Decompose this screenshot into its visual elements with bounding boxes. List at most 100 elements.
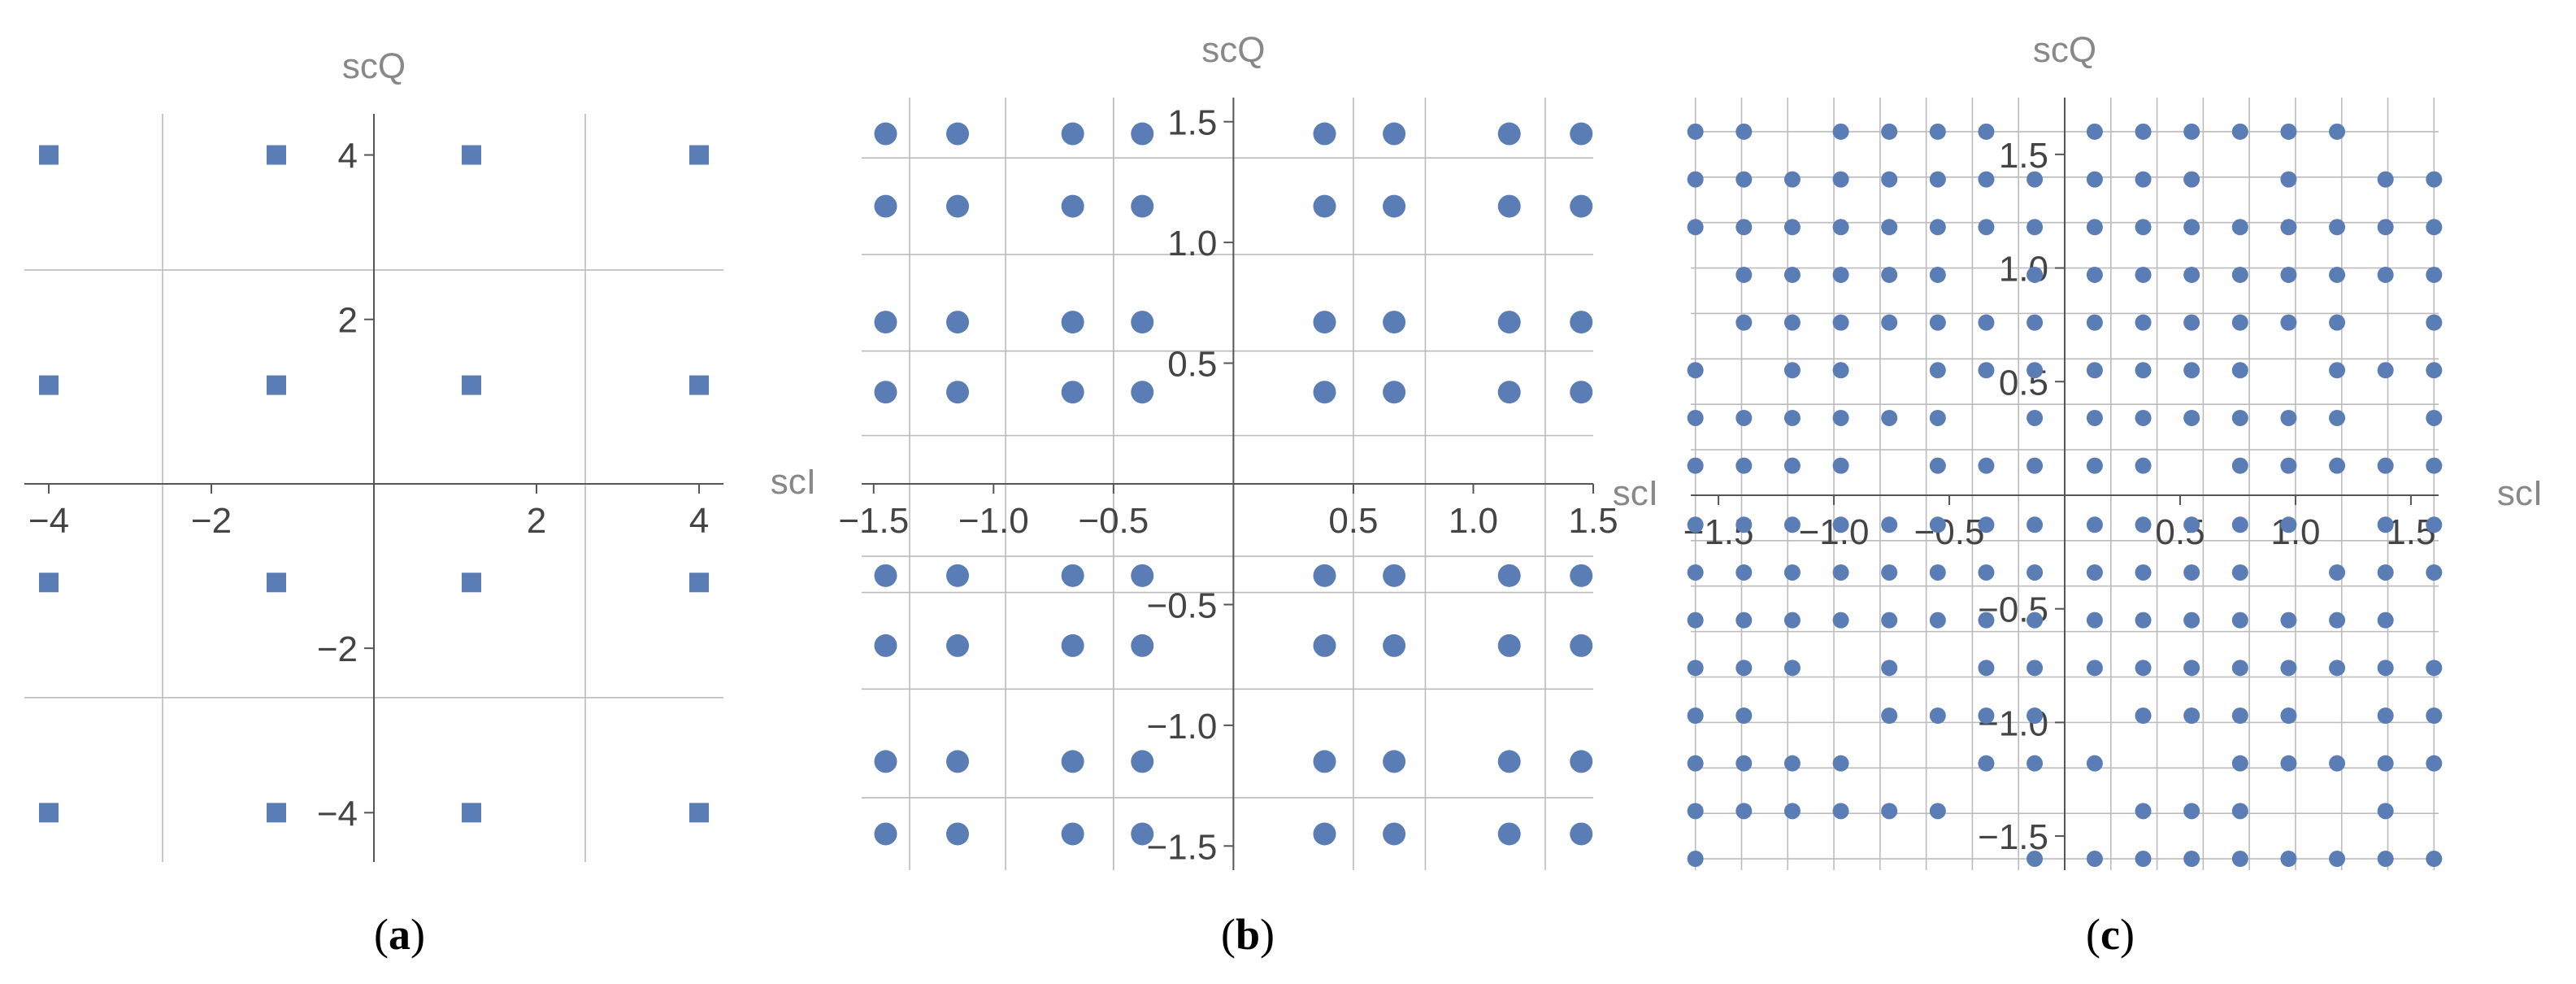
data-point: [2231, 266, 2248, 283]
data-point: [1929, 564, 1946, 581]
data-point: [2231, 755, 2248, 772]
data-point: [2280, 660, 2297, 677]
data-point: [1735, 219, 1753, 236]
data-point: [1783, 409, 1801, 426]
data-point: [1687, 123, 1704, 140]
x-tick-label: 4: [689, 501, 709, 541]
x-tick-label: 2: [527, 501, 546, 541]
x-tick-label: −1.5: [838, 501, 909, 541]
data-point: [1929, 314, 1946, 331]
y-tick-label: 1.5: [1999, 136, 2048, 176]
data-point: [39, 145, 59, 165]
data-point: [1497, 311, 1521, 334]
data-point: [2183, 851, 2200, 868]
data-point: [2329, 123, 2346, 140]
data-point: [2329, 266, 2346, 283]
data-point: [2026, 516, 2044, 533]
data-point: [2426, 219, 2443, 236]
data-point: [1978, 755, 1995, 772]
data-point: [1313, 750, 1336, 773]
data-point: [2377, 362, 2394, 379]
data-point: [1881, 123, 1898, 140]
data-point: [1687, 803, 1704, 820]
data-point: [2231, 219, 2248, 236]
data-point: [1881, 266, 1898, 283]
data-point: [2135, 564, 2152, 581]
data-point: [1881, 564, 1898, 581]
data-point: [1832, 314, 1849, 331]
data-point: [1929, 457, 1946, 474]
data-point: [1735, 123, 1753, 140]
data-point: [2183, 660, 2200, 677]
data-point: [1061, 122, 1084, 146]
data-point: [2231, 409, 2248, 426]
data-point: [1929, 516, 1946, 533]
data-point: [2231, 803, 2248, 820]
data-point: [1570, 122, 1593, 146]
data-point: [1313, 822, 1336, 846]
data-point: [1061, 634, 1084, 657]
data-point: [1735, 516, 1753, 533]
data-point: [1929, 266, 1946, 283]
data-point: [2377, 612, 2394, 629]
data-point: [1832, 362, 1849, 379]
data-point: [874, 634, 897, 657]
data-point: [1687, 612, 1704, 629]
x-tick-label: 0.5: [1328, 501, 1378, 541]
data-point: [1929, 219, 1946, 236]
data-point: [2377, 219, 2394, 236]
data-point: [2377, 564, 2394, 581]
data-point: [2135, 219, 2152, 236]
data-point: [2183, 708, 2200, 724]
data-point: [2426, 266, 2443, 283]
data-point: [2231, 314, 2248, 331]
data-point: [2086, 755, 2103, 772]
data-point: [2377, 457, 2394, 474]
x-tick-label: 1.5: [2386, 512, 2435, 552]
data-point: [2329, 755, 2346, 772]
data-point: [2329, 219, 2346, 236]
y-tick-label: 1.5: [1167, 103, 1217, 143]
data-point: [2135, 266, 2152, 283]
data-point: [2377, 171, 2394, 188]
data-point: [1570, 311, 1593, 334]
data-point: [689, 375, 709, 395]
caption-b-label: b: [1235, 910, 1261, 959]
data-point: [1929, 409, 1946, 426]
data-point: [2377, 708, 2394, 724]
data-point: [874, 122, 897, 146]
data-point: [2026, 171, 2044, 188]
data-point: [2329, 409, 2346, 426]
data-point: [2280, 612, 2297, 629]
data-point: [689, 145, 709, 165]
data-point: [2183, 219, 2200, 236]
data-point: [2135, 660, 2152, 677]
data-point: [2026, 314, 2044, 331]
data-point: [946, 634, 970, 657]
data-point: [1881, 612, 1898, 629]
data-point: [1687, 660, 1704, 677]
x-tick-label: 1.0: [1449, 501, 1498, 541]
data-point: [1832, 266, 1849, 283]
data-point: [2280, 266, 2297, 283]
x-tick-label: 0.5: [2155, 512, 2205, 552]
data-point: [1131, 822, 1154, 846]
data-point: [946, 381, 970, 404]
data-point: [2231, 123, 2248, 140]
x-tick-label: 1.0: [2270, 512, 2320, 552]
data-point: [2280, 516, 2297, 533]
data-point: [2026, 266, 2044, 283]
data-point: [2086, 612, 2103, 629]
data-point: [1383, 564, 1406, 587]
x-axis-label-left: scI: [1613, 473, 1658, 513]
data-point: [1497, 381, 1521, 404]
data-point: [874, 750, 897, 773]
data-point: [2135, 516, 2152, 533]
data-point: [2086, 219, 2103, 236]
data-point: [1978, 314, 1995, 331]
x-axis-label: scI: [771, 462, 816, 502]
data-point: [1881, 660, 1898, 677]
data-point: [39, 803, 59, 823]
